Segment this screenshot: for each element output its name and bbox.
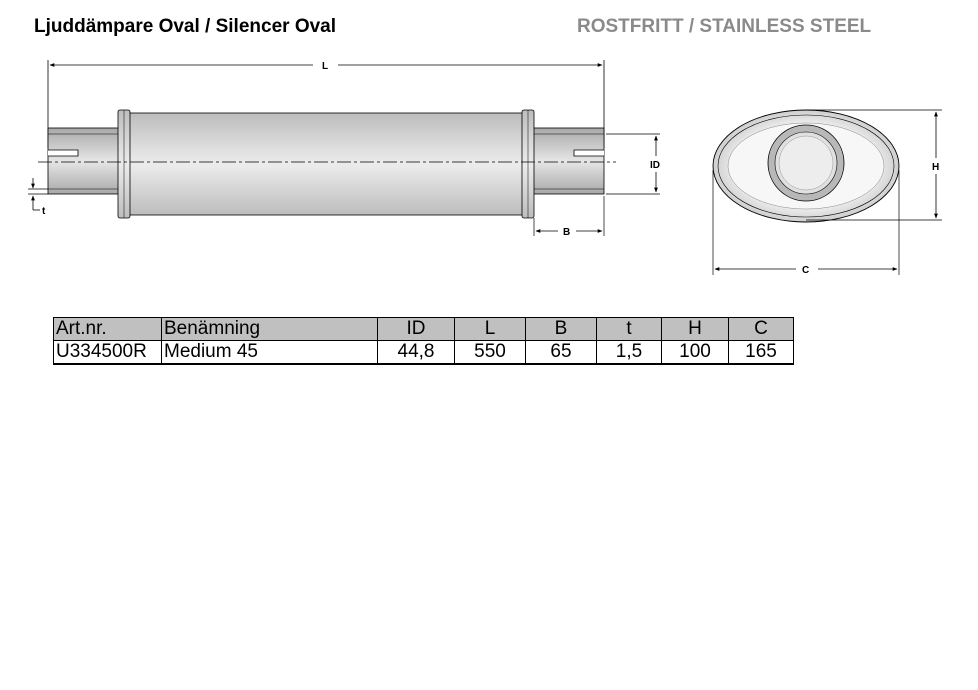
cell-t: 1,5 <box>596 340 662 365</box>
dimension-B: B <box>533 196 605 238</box>
dimension-t: t <box>28 178 48 217</box>
table-header-row: Art.nr. Benämning ID L B t H C <box>53 317 794 341</box>
dimension-H: H <box>806 109 942 221</box>
material-label: ROSTFRITT / STAINLESS STEEL <box>577 16 872 37</box>
spec-table: Art.nr. Benämning ID L B t H C U334500R … <box>53 317 794 365</box>
cell-id: 44,8 <box>377 340 455 365</box>
header-id: ID <box>377 317 455 341</box>
silencer-body <box>117 109 535 219</box>
cell-l: 550 <box>454 340 526 365</box>
cell-benamning: Medium 45 <box>161 340 378 365</box>
cell-artnr: U334500R <box>53 340 162 365</box>
header-benamning: Benämning <box>161 317 378 341</box>
label-B: B <box>563 227 570 238</box>
table-row: U334500R Medium 45 44,8 550 65 1,5 100 1… <box>53 340 794 365</box>
silencer-drawing: L ID t <box>28 60 942 276</box>
label-L: L <box>322 61 328 72</box>
label-t: t <box>42 206 46 217</box>
oval-end-view <box>712 109 900 223</box>
inlet-pipe <box>47 127 121 195</box>
cell-b: 65 <box>525 340 597 365</box>
outlet-pipe <box>531 127 605 195</box>
label-H: H <box>932 162 939 173</box>
header-h: H <box>661 317 729 341</box>
label-ID: ID <box>650 160 660 171</box>
header-l: L <box>454 317 526 341</box>
header-t: t <box>596 317 662 341</box>
dimension-C: C <box>712 170 900 276</box>
dimension-ID: ID <box>606 133 660 195</box>
cell-h: 100 <box>661 340 729 365</box>
page-title: Ljuddämpare Oval / Silencer Oval <box>34 16 337 37</box>
label-C: C <box>802 265 809 276</box>
header-c: C <box>728 317 794 341</box>
header-b: B <box>525 317 597 341</box>
header-artnr: Art.nr. <box>53 317 162 341</box>
cell-c: 165 <box>728 340 794 365</box>
